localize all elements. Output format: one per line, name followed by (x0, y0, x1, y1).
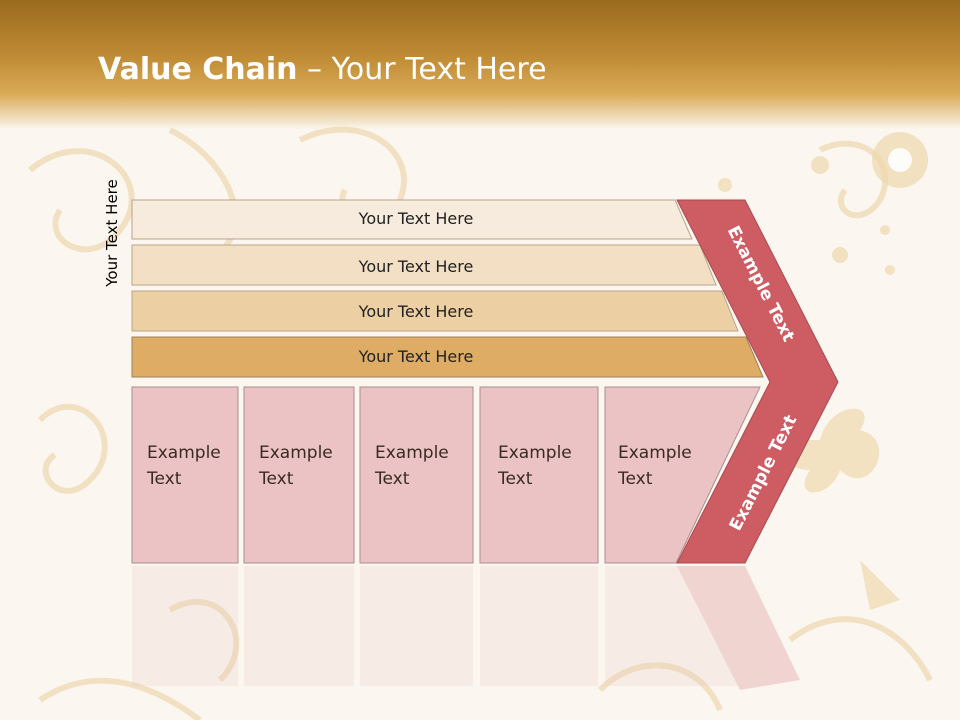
margin-chevron (676, 199, 839, 564)
box-3-line2: Text (375, 469, 410, 489)
row-label-4: Your Text Here (358, 347, 474, 366)
box-5-line1: Example (618, 443, 692, 463)
activity-box-1 (131, 386, 239, 564)
box-3-line1: Example (375, 443, 449, 463)
box-5-line2: Text (618, 469, 653, 489)
title-main: Value Chain (98, 52, 298, 87)
row-bar-4 (131, 336, 764, 378)
title-bar (0, 0, 960, 130)
box-1-line2: Text (147, 469, 182, 489)
row-label-1: Your Text Here (358, 209, 474, 228)
activity-box-3 (359, 386, 474, 564)
box-2-line2: Text (259, 469, 294, 489)
activity-box-4 (479, 386, 599, 564)
box-4-line1: Example (498, 443, 572, 463)
row-label-3: Your Text Here (358, 302, 474, 321)
row-label-2: Your Text Here (358, 257, 474, 276)
box-1-line1: Example (147, 443, 221, 463)
slide-title: Value Chain – Your Text Here (98, 52, 547, 87)
title-rest: – Your Text Here (297, 52, 547, 87)
row-bar-3 (131, 290, 739, 332)
activity-box-5 (604, 386, 761, 564)
activity-box-2 (243, 386, 355, 564)
row-bar-2 (131, 244, 717, 286)
row-bar-1 (131, 199, 693, 240)
box-4-line2: Text (498, 469, 533, 489)
box-2-line1: Example (259, 443, 333, 463)
